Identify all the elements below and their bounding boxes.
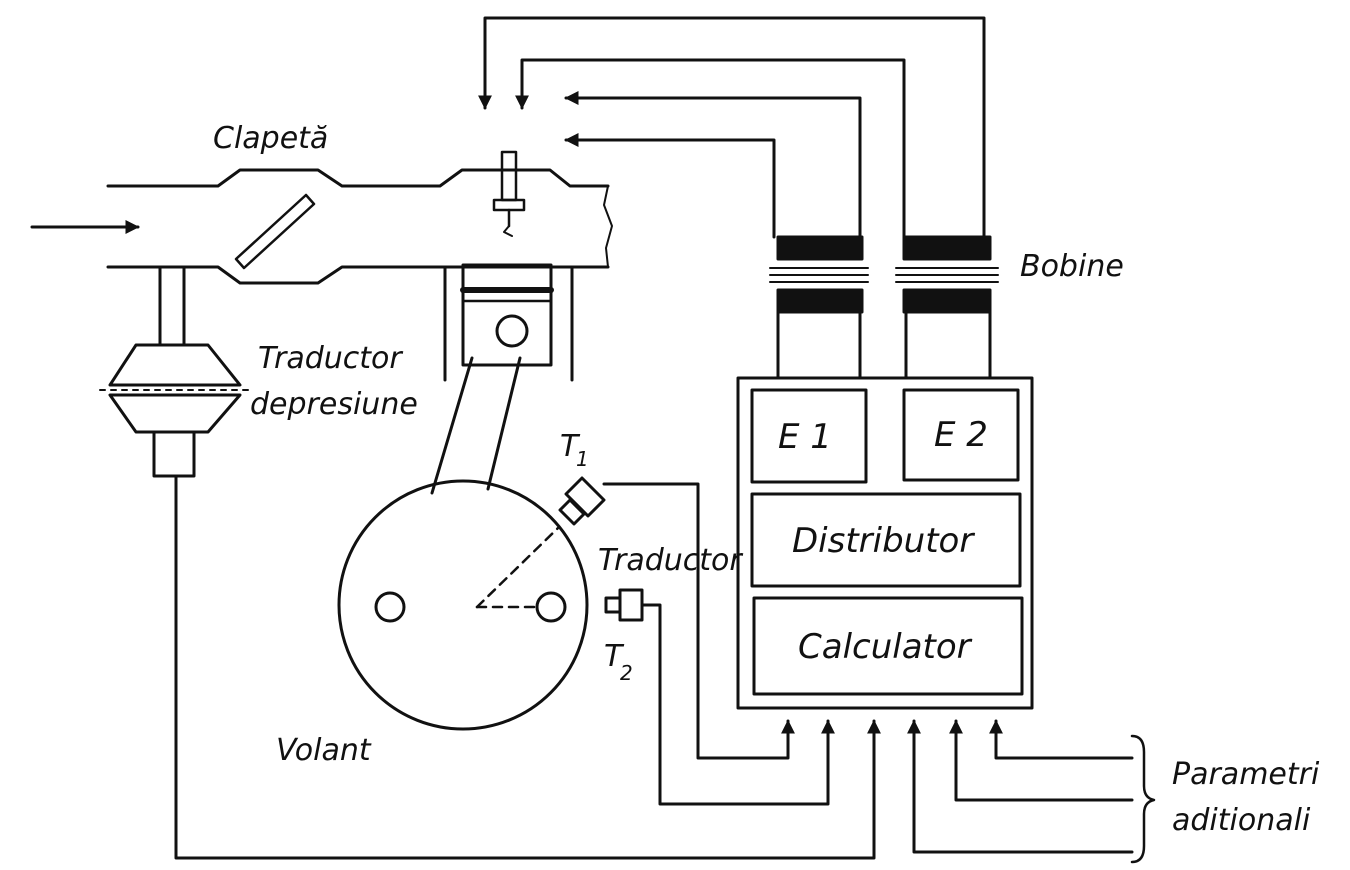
flywheel xyxy=(337,479,589,731)
label-calculator: Calculator xyxy=(798,627,973,667)
signal-wires xyxy=(174,474,1156,864)
label-clapeta: Clapetă xyxy=(213,121,328,156)
label-t2-sub: 2 xyxy=(620,661,633,685)
coil-leads xyxy=(478,16,986,239)
label-traductor-depresiune-1: Traductor xyxy=(258,341,403,376)
parametri-brace xyxy=(1130,734,1156,864)
ignition-coil-1 xyxy=(769,235,869,380)
label-t1-sub: 1 xyxy=(576,447,589,471)
spark-plug-icon xyxy=(492,150,526,237)
label-distributor: Distributor xyxy=(792,521,975,561)
label-traductor-depresiune-2: depresiune xyxy=(250,387,418,422)
flywheel-mark-right-icon xyxy=(535,591,567,623)
label-parametri-2: aditionali xyxy=(1172,803,1311,838)
intake-manifold xyxy=(30,168,613,285)
label-e1: E 1 xyxy=(778,417,832,457)
label-parametri-1: Parametri xyxy=(1172,757,1320,792)
vacuum-transducer xyxy=(99,265,251,478)
label-t2: T xyxy=(604,639,625,674)
connecting-rod xyxy=(430,356,522,495)
ignition-coil-2 xyxy=(895,235,999,380)
piston xyxy=(460,263,554,367)
sensor-t1-icon xyxy=(558,476,606,526)
label-e2: E 2 xyxy=(934,415,988,455)
label-traductor: Traductor xyxy=(598,543,743,578)
throttle-flap xyxy=(234,193,316,270)
piston-pin-icon xyxy=(495,314,529,348)
label-t1: T xyxy=(560,429,581,464)
label-bobine: Bobine xyxy=(1020,249,1124,284)
cylinder xyxy=(443,265,574,382)
sensor-t2-icon xyxy=(604,588,658,622)
control-unit xyxy=(736,376,1034,710)
flywheel-mark-left-icon xyxy=(374,591,406,623)
label-volant: Volant xyxy=(276,733,372,768)
